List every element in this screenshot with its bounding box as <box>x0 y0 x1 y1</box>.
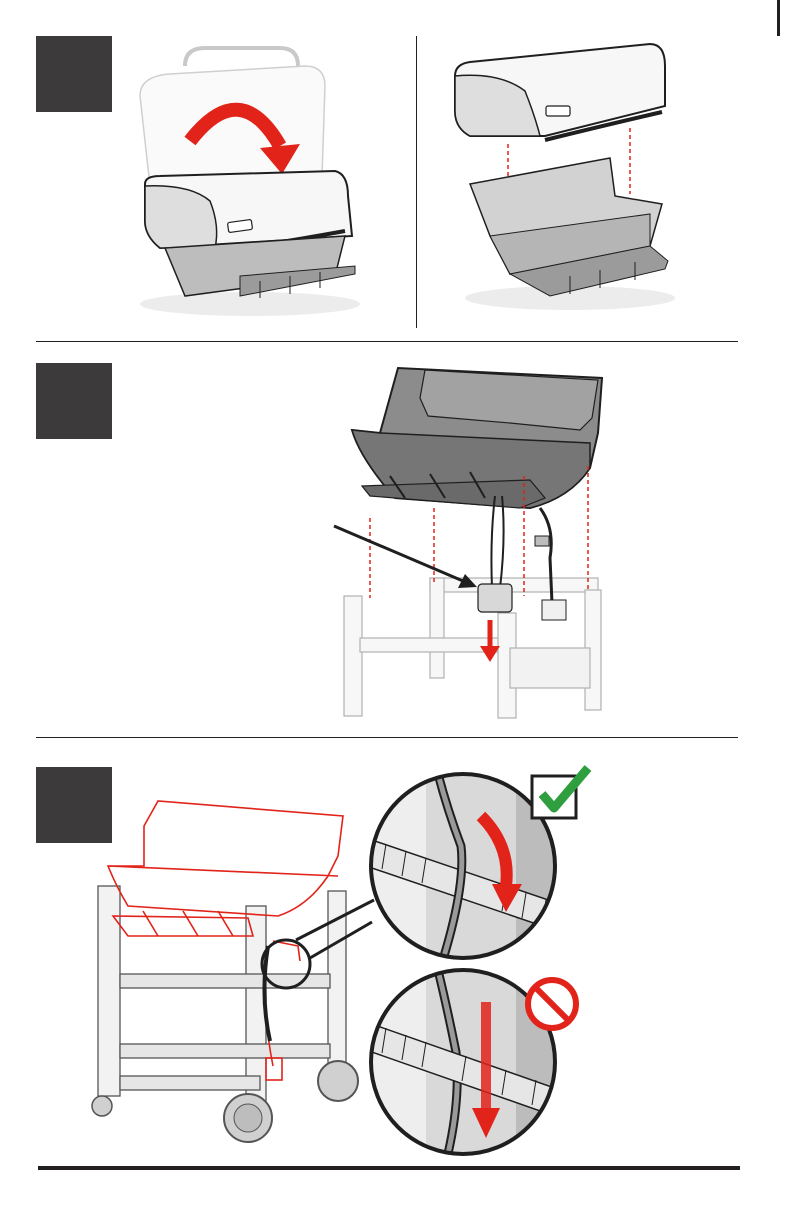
panel-divider-vertical <box>416 36 417 328</box>
trim-mark <box>777 0 780 36</box>
step-2-number-box <box>36 363 112 439</box>
step-1-number-box <box>36 36 112 112</box>
check-mark-icon <box>530 764 596 820</box>
prohibited-icon <box>524 976 580 1032</box>
footer-rule <box>38 1166 740 1170</box>
cookbox-onto-cart-illustration <box>330 358 620 718</box>
lid-closing-illustration <box>130 36 370 316</box>
lid-separated-illustration <box>450 36 680 316</box>
section-divider <box>36 737 738 738</box>
section-divider <box>36 341 738 342</box>
